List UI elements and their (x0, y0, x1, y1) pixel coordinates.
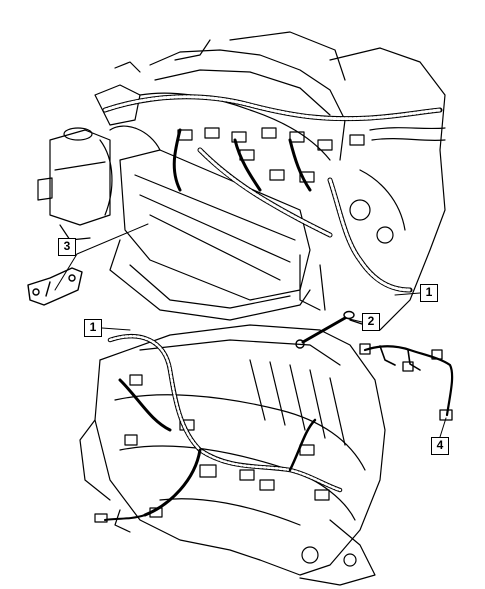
engine-wire-harness (102, 94, 443, 293)
callout-2-ground-strap: 2 (362, 313, 380, 331)
callout-3-bracket: 3 (58, 238, 76, 256)
engine-assembly (37, 31, 446, 331)
callout-4-oxygen-sensor-harness: 4 (431, 437, 449, 455)
leader-lines (54, 223, 447, 438)
callout-1-engine-harness: 1 (420, 284, 438, 302)
callout-1-transmission-harness: 1 (84, 319, 102, 337)
bracket-part (27, 267, 83, 306)
oxygen-sensor-harness-part (359, 343, 454, 421)
transmission-assembly (79, 324, 386, 586)
transmission-wire-harness (94, 334, 343, 523)
ground-strap-part (295, 310, 355, 349)
